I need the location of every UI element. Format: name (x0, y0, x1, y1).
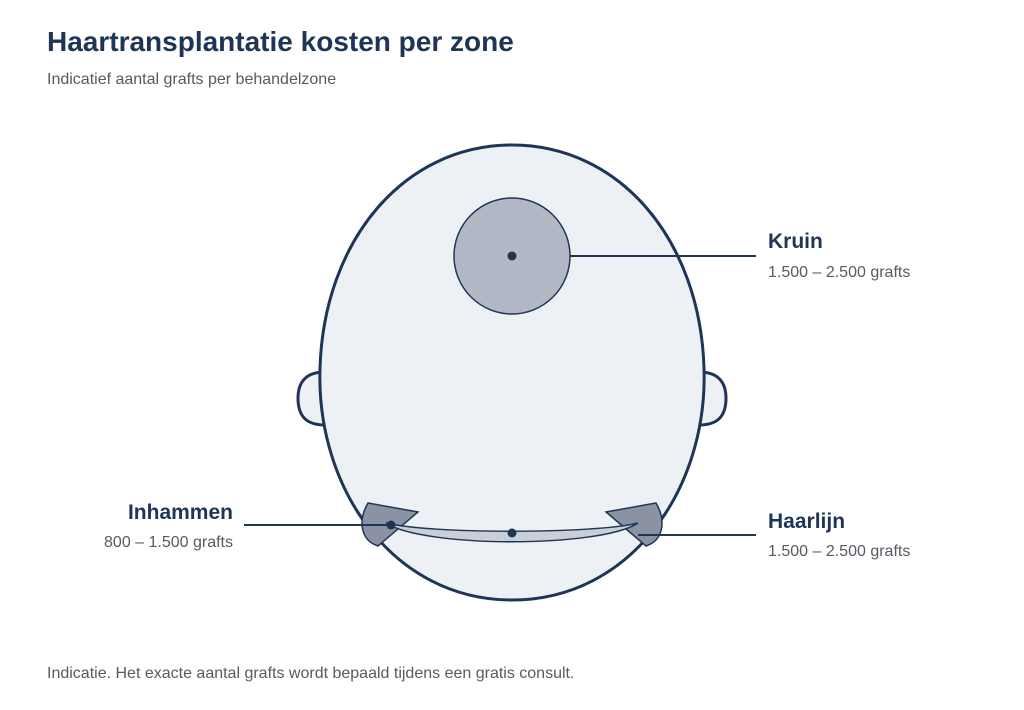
head-outline (318, 143, 706, 602)
left-ear (296, 370, 326, 427)
page-title: Haartransplantatie kosten per zone (47, 26, 514, 57)
crown-label: Kruin (768, 230, 823, 253)
hairline-label: Haarlijn (768, 510, 845, 533)
temple-label: Inhammen (128, 501, 233, 524)
hairline-range: 1.500 – 2.500 grafts (768, 543, 910, 560)
right-ear (698, 370, 728, 427)
hairline-zone-marker (507, 528, 517, 538)
crown-zone-marker (507, 251, 517, 261)
page-subtitle: Indicatief aantal grafts per behandelzon… (47, 71, 337, 88)
crown-range: 1.500 – 2.500 grafts (768, 264, 910, 281)
temple-range: 800 – 1.500 grafts (104, 534, 233, 551)
footnote: Indicatie. Het exacte aantal grafts word… (47, 665, 575, 682)
